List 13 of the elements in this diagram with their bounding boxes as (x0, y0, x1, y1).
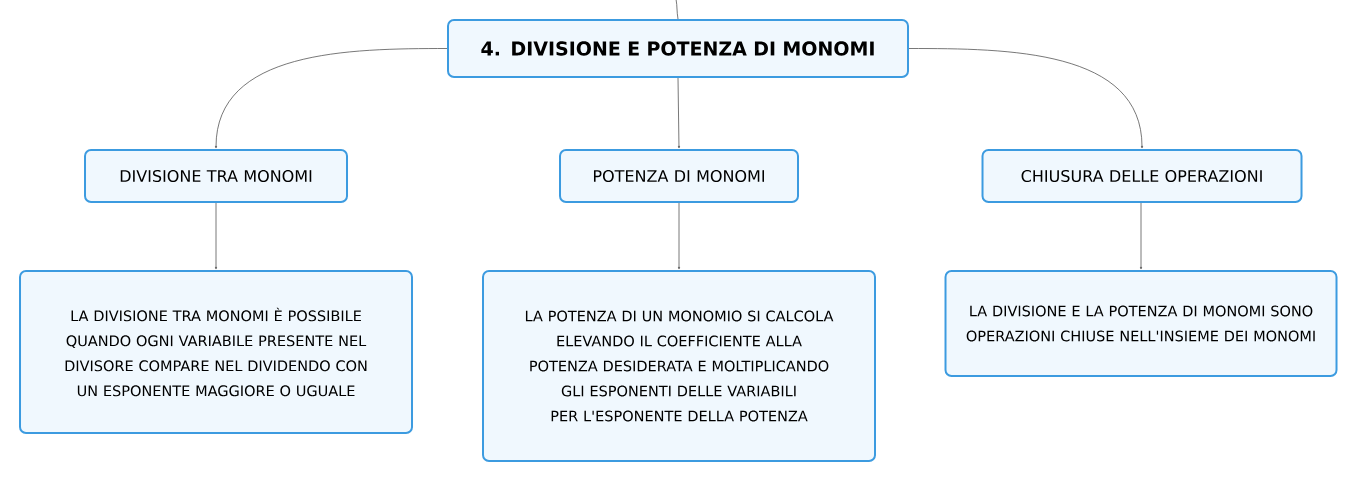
arrow (214, 48, 448, 149)
arrow (908, 48, 1144, 149)
topic-box: CHIUSURA DELLE OPERAZIONI (981, 149, 1303, 203)
arrow (677, 77, 681, 149)
topic-box: POTENZA DI MONOMI (559, 149, 799, 203)
arrow (1139, 202, 1143, 270)
title-box: 4. DIVISIONE E POTENZA DI MONOMI (447, 19, 909, 78)
arrow (677, 202, 681, 270)
topic-box: DIVISIONE TRA MONOMI (84, 149, 348, 203)
description-box: LA DIVISIONE E LA POTENZA DI MONOMI SONO OPERAZIONI CHIUSE NELL'INSIEME DEI MONOMI (944, 270, 1338, 377)
description-box: LA POTENZA DI UN MONOMIO SI CALCOLA ELEVANDO IL COEFFICIENTE ALLA POTENZA DESIDERATA E MOLTIPLICANDO GLI ESPONENTI DELLE VARIABILI PER L'ESPONENTE DELLA POTENZA (482, 270, 876, 462)
arrow (214, 202, 218, 270)
description-box: LA DIVISIONE TRA MONOMI È POSSIBILE QUANDO OGNI VARIABILE PRESENTE NEL DIVISORE COMPARE NEL DIVIDENDO CON UN ESPONENTE MAGGIORE O UGUALE (19, 270, 413, 434)
